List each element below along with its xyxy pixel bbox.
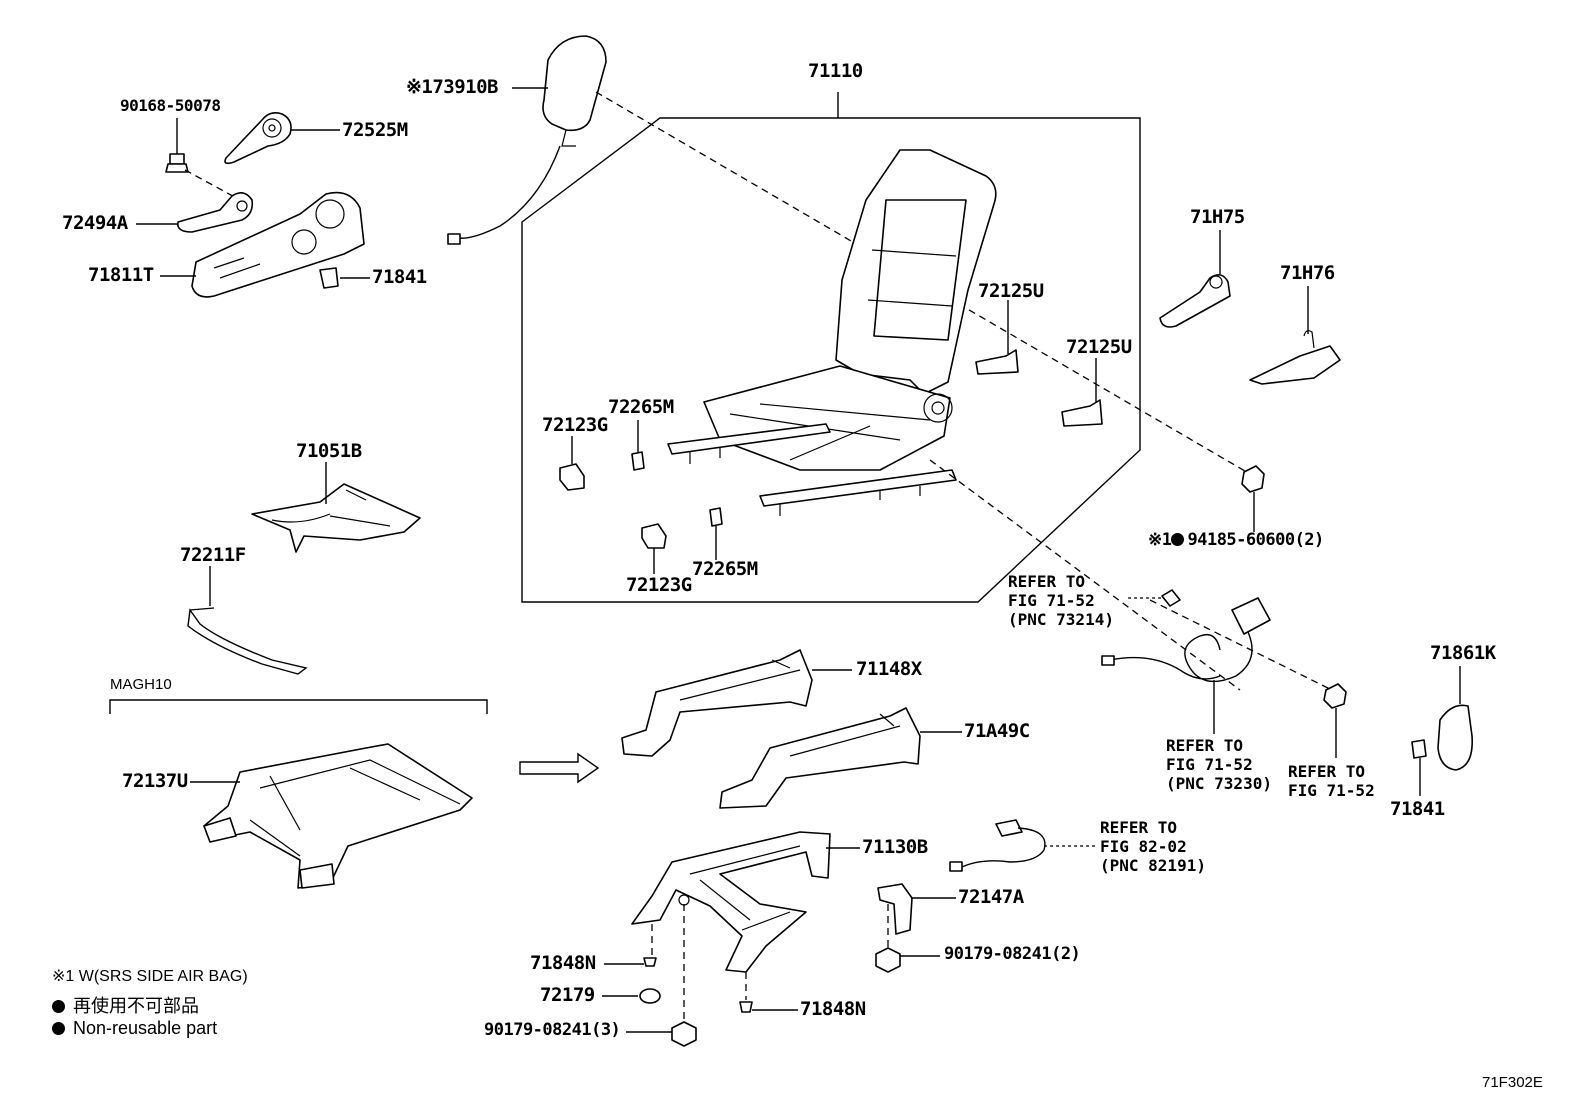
label-72123G-b: 72123G: [626, 574, 692, 596]
label-71848N-b: 71848N: [800, 998, 866, 1020]
bullet-dot-icon: [52, 1022, 65, 1035]
clip-71841-right: [1411, 739, 1427, 759]
nut-90179-08241-2: [875, 947, 901, 973]
label-71861K: 71861K: [1430, 642, 1496, 664]
label-90179-08241-2: 90179-08241(2): [944, 944, 1081, 964]
seat-frame-71110: [667, 149, 997, 516]
label-71841-top: 71841: [372, 266, 427, 288]
leg-71A49C: [719, 707, 921, 809]
bracket-72125U-b: [1061, 399, 1103, 427]
bracket-72125U-a: [975, 349, 1019, 375]
non-reusable-dot-icon: [1171, 533, 1185, 546]
magh10-bracket: [109, 699, 488, 714]
label-71H75: 71H75: [1190, 206, 1245, 228]
nut-ref-71-52: [1323, 683, 1347, 709]
legend-airbag-note: ※1 W(SRS SIDE AIR BAG): [52, 968, 248, 985]
label-72494A: 72494A: [62, 212, 128, 234]
harness-ref-82191: [949, 819, 1046, 872]
figure-code: 71F302E: [1482, 1074, 1543, 1091]
wire-72211F: [187, 607, 308, 675]
label-71130B: 71130B: [862, 836, 928, 858]
rivet-71848N-a: [643, 957, 657, 967]
label-71811T: 71811T: [88, 264, 154, 286]
collar-72179: [639, 988, 661, 1004]
clip-72123G-b: [641, 523, 667, 549]
label-72125U-a: 72125U: [978, 280, 1044, 302]
label-71110: 71110: [808, 60, 863, 82]
airbag-note-marker: ※1: [1148, 530, 1172, 550]
rivet-71848N-b: [739, 1001, 753, 1013]
clip-72265M-b: [709, 507, 723, 527]
label-72137U: 72137U: [122, 770, 188, 792]
label-72125U-b: 72125U: [1066, 336, 1132, 358]
seat-track-72137U: [203, 743, 473, 889]
label-71848N-a: 71848N: [530, 952, 596, 974]
label-71051B: 71051B: [296, 440, 362, 462]
assembly-box-71110: [521, 117, 1141, 603]
label-magh10: MAGH10: [110, 676, 172, 693]
label-94185-60600-text: 94185-60600(2): [1187, 530, 1324, 550]
bracket-71H75: [1159, 274, 1231, 328]
label-72123G-a: 72123G: [542, 414, 608, 436]
legend-non-reusable-jp: 再使用不可部品: [52, 992, 199, 1018]
nut-94185-60600: [1241, 465, 1265, 493]
label-72525M: 72525M: [342, 119, 408, 141]
label-72179: 72179: [540, 984, 595, 1006]
label-73910B: ※173910B: [406, 76, 499, 98]
bracket-71H76: [1249, 330, 1341, 385]
bullet-dot-icon: [52, 1000, 65, 1013]
cover-71861K: [1437, 704, 1473, 771]
label-72265M-a: 72265M: [608, 396, 674, 418]
legend-non-reusable-en: Non-reusable part: [52, 1018, 217, 1039]
cover-71811T: [191, 191, 365, 298]
label-94185-60600: ※1 94185-60600(2): [1148, 532, 1324, 549]
nut-90179-08241-3: [671, 1021, 697, 1047]
label-72147A: 72147A: [958, 886, 1024, 908]
label-71H76: 71H76: [1280, 262, 1335, 284]
label-72265M-b: 72265M: [692, 558, 758, 580]
arrow-right: [519, 752, 600, 784]
clip-72265M-a: [631, 451, 645, 471]
frame-71130B: [631, 831, 831, 973]
recliner-handle-72525M: [224, 112, 292, 165]
seatbelt-buckle-ref-73230: [1101, 597, 1271, 683]
label-72211F: 72211F: [180, 544, 246, 566]
bracket-72147A: [877, 883, 913, 935]
wire-harness-71051B: [251, 483, 421, 553]
label-71148X: 71148X: [856, 658, 922, 680]
bolt-90168-50078: [165, 153, 189, 173]
washer-ref-73214: [1161, 589, 1181, 607]
label-90179-08241-3: 90179-08241(3): [484, 1020, 621, 1040]
label-71A49C: 71A49C: [964, 720, 1030, 742]
clip-72123G-a: [559, 463, 585, 491]
side-airbag-73910B: [447, 35, 607, 245]
label-90168-50078: 90168-50078: [120, 96, 221, 115]
link-72494A: [176, 192, 254, 233]
clip-71841-top: [319, 267, 339, 289]
leg-71148X: [621, 649, 813, 757]
label-71841-right: 71841: [1390, 798, 1445, 820]
